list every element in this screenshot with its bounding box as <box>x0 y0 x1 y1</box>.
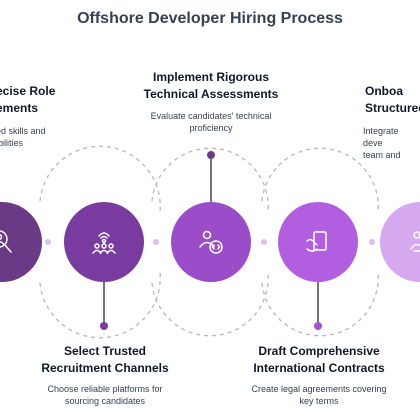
step-circle-1 <box>0 202 42 282</box>
connector-dot <box>369 239 375 245</box>
step-circle-5 <box>380 202 420 282</box>
step-2-heading: Select Trusted Recruitment Channels <box>41 344 169 375</box>
diagram-title: Offshore Developer Hiring Process <box>77 10 343 27</box>
step-circle-3 <box>171 202 251 282</box>
contract-hand-icon <box>303 227 333 257</box>
dashed-arc-4 <box>151 271 269 337</box>
step-3-label: Implement Rigorous Technical Assessments… <box>137 69 285 134</box>
step-1-heading: ecise Role ements <box>0 84 56 115</box>
step-5-heading: Onboa Structured <box>365 84 420 115</box>
connector-dot <box>153 239 159 245</box>
pin-dot-bottom-2 <box>314 322 322 330</box>
step-5-label: Onboa Structured Integrate deve team and <box>353 83 420 161</box>
step-circle-4 <box>278 202 358 282</box>
step-3-heading: Implement Rigorous Technical Assessments <box>143 70 279 101</box>
dashed-arc-2 <box>39 271 161 339</box>
connector-dot <box>45 239 51 245</box>
step-3-description: Evaluate candidates' technical proficien… <box>150 111 272 133</box>
step-2-description: Choose reliable platforms for sourcing c… <box>47 384 163 406</box>
step-5-description: Integrate deve team and <box>363 126 401 160</box>
people-code-icon <box>196 227 226 257</box>
pin-dot-bottom-1 <box>100 322 108 330</box>
connector-dot <box>261 239 267 245</box>
step-4-heading: Draft Comprehensive International Contra… <box>253 344 385 375</box>
dashed-arc-6 <box>261 271 379 337</box>
step-4-label: Draft Comprehensive International Contra… <box>246 343 392 407</box>
step-2-label: Select Trusted Recruitment Channels Choo… <box>37 343 173 407</box>
step-1-description: ed skills and ibilities <box>0 126 46 148</box>
network-people-icon <box>89 227 119 257</box>
dashed-arc-3 <box>151 147 269 213</box>
step-4-description: Create legal agreements covering key ter… <box>251 384 387 406</box>
dashed-arc-1 <box>39 145 161 213</box>
pin-dot-top <box>207 151 215 159</box>
step-1-label: ecise Role ements ed skills and ibilitie… <box>0 83 86 149</box>
magnifier-person-icon <box>0 227 16 257</box>
onboard-person-icon <box>402 227 420 257</box>
dashed-arc-5 <box>261 147 379 213</box>
